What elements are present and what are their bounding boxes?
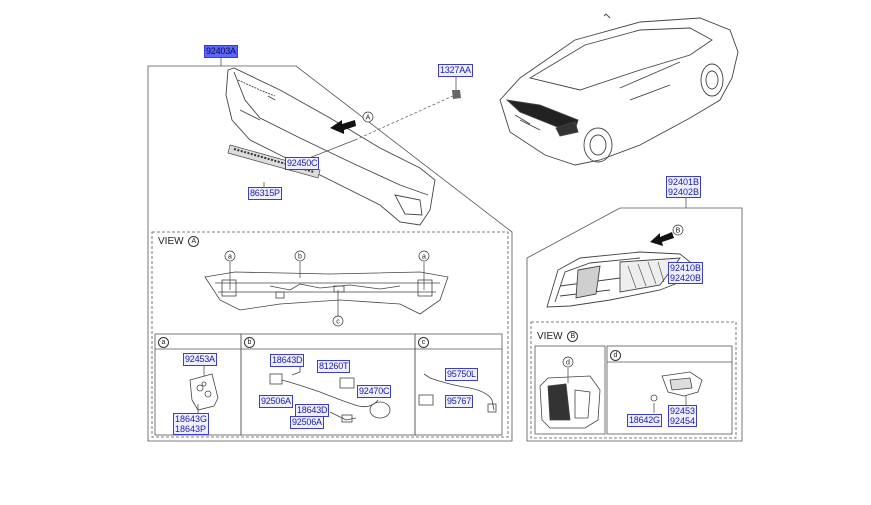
wiring-95750l — [418, 373, 497, 413]
main-frame — [147, 65, 513, 442]
tail-lamp — [546, 251, 691, 308]
part-label-18643p[interactable]: 18643P — [175, 424, 207, 434]
part-label-92403a[interactable]: 92403A — [204, 45, 238, 58]
callout-c-1: c — [336, 319, 340, 326]
view-b-label: VIEW — [537, 331, 563, 343]
part-label-92453-92454[interactable]: 92453 92454 — [668, 405, 698, 427]
part-label-92420b[interactable]: 92420B — [670, 273, 702, 283]
subbox-c-ref: c — [418, 337, 429, 348]
part-label-18643g-18643p[interactable]: 18643G 18643P — [173, 413, 210, 435]
bracket-92453 — [650, 371, 703, 402]
subbox-c-header: c — [418, 337, 429, 348]
subbox-d-header: d — [610, 350, 621, 361]
callout-B-arrow: B — [676, 228, 681, 235]
part-label-92454[interactable]: 92454 — [670, 416, 696, 426]
rear-garnish — [225, 67, 436, 226]
view-b-ref: B — [567, 331, 579, 342]
subbox-b-header: b — [244, 337, 255, 348]
car-illustration — [499, 13, 739, 166]
part-label-92506a-2[interactable]: 92506A — [290, 416, 324, 429]
subbox-a-header: a — [158, 337, 169, 348]
view-b-box — [530, 321, 737, 439]
callout-a-1: a — [228, 254, 232, 261]
part-label-95750l[interactable]: 95750L — [445, 368, 478, 381]
subbox-a-ref: a — [158, 337, 169, 348]
part-label-92410b[interactable]: 92410B — [670, 263, 702, 273]
view-a-title: VIEW A — [158, 236, 200, 248]
part-label-92453a[interactable]: 92453A — [183, 353, 217, 366]
part-label-86315p[interactable]: 86315P — [248, 187, 282, 200]
view-a-garnish — [204, 271, 449, 315]
part-label-92470c[interactable]: 92470C — [357, 385, 392, 398]
part-label-18643d-1[interactable]: 18643D — [270, 354, 305, 367]
view-b-title: VIEW B — [537, 331, 579, 343]
callout-a-2: a — [422, 254, 426, 261]
part-label-92506a-1[interactable]: 92506A — [259, 395, 293, 408]
part-label-92401b-92402b[interactable]: 92401B 92402B — [666, 176, 702, 198]
subbox-d-ref: d — [610, 350, 621, 361]
view-a-label: VIEW — [158, 236, 184, 248]
part-label-92453[interactable]: 92453 — [670, 406, 696, 416]
callout-d-1: d — [566, 360, 570, 367]
subbox-b-ref: b — [244, 337, 255, 348]
callout-A-arrow: A — [366, 115, 371, 122]
arrow-a — [330, 120, 356, 134]
part-label-92410b-92420b[interactable]: 92410B 92420B — [668, 262, 704, 284]
callout-b-1: b — [298, 254, 302, 261]
part-label-18643g[interactable]: 18643G — [175, 414, 208, 424]
subbox-d-left — [534, 345, 606, 435]
arrow-b — [650, 232, 674, 246]
part-label-81260t[interactable]: 81260T — [317, 360, 351, 373]
subbox-c — [414, 333, 503, 436]
clip-1327aa — [452, 90, 461, 99]
bracket-92453a — [189, 373, 219, 411]
part-label-1327aa[interactable]: 1327AA — [438, 64, 473, 77]
part-label-92402b[interactable]: 92402B — [668, 187, 700, 197]
view-a-box — [151, 231, 509, 438]
part-label-92401b[interactable]: 92401B — [668, 177, 700, 187]
part-label-95767[interactable]: 95767 — [445, 395, 474, 408]
lamp-back-view — [539, 375, 601, 429]
part-label-18642g[interactable]: 18642G — [627, 414, 662, 427]
view-a-ref: A — [188, 236, 200, 247]
part-label-92450c[interactable]: 92450C — [285, 157, 320, 170]
subbox-d-right — [606, 345, 733, 435]
right-frame — [526, 207, 743, 442]
